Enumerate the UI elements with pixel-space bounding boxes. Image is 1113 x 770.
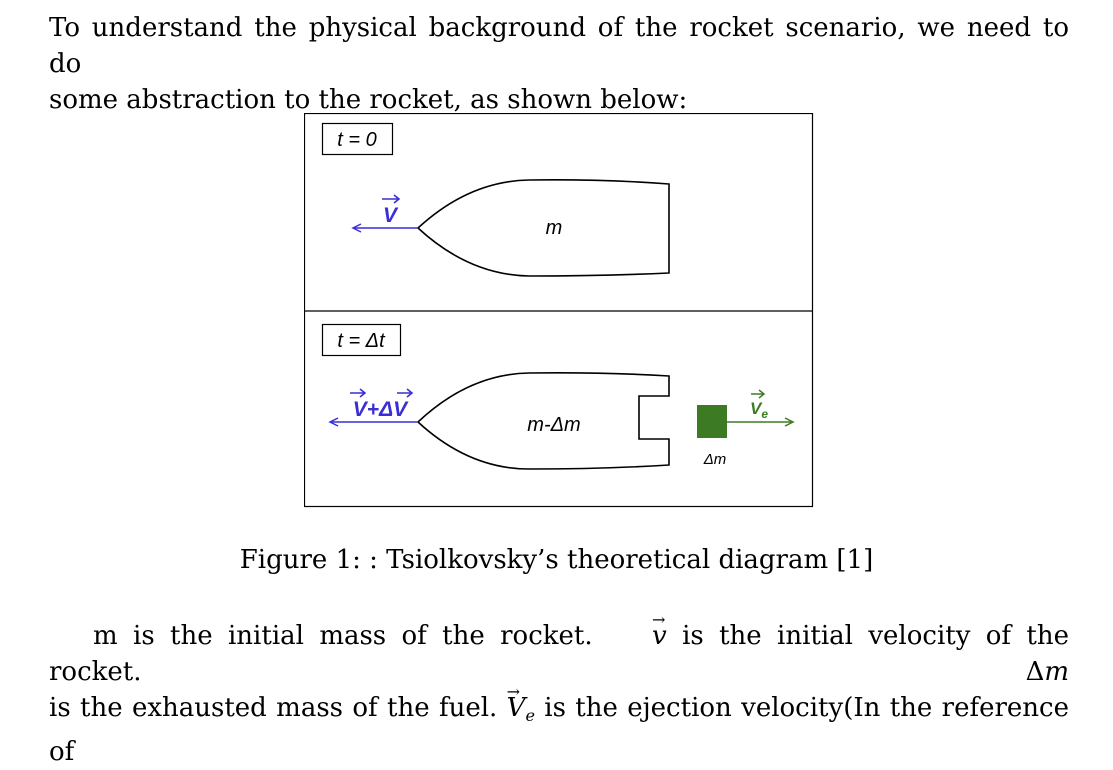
time-label-bottom: t = Δt [337, 330, 386, 352]
time-label-box-bottom [321, 323, 402, 357]
velocity-arrowhead-bottom [328, 417, 339, 427]
rocket-body-after [416, 372, 670, 470]
body-text: is the initial velocity of the rocket. [49, 621, 1070, 687]
body-line-1: m is the initial mass of the rocket. v i… [49, 602, 1070, 690]
exhaust-velocity-label: Ve [750, 399, 768, 421]
figure-frame [304, 113, 814, 508]
mass-label-bottom: m-Δm [527, 414, 580, 436]
rocket-diagram: t = 0 m V t = Δt m-Δm V+ΔV Δm Ve [304, 113, 814, 508]
math-subscript: e [525, 706, 535, 725]
math-symbol: m [1044, 657, 1069, 687]
vector-arrow-icon [751, 389, 766, 399]
rocket-body-initial [416, 179, 670, 277]
intro-line-1: To understand the physical background of… [49, 13, 1069, 79]
intro-paragraph: To understand the physical background of… [49, 10, 1069, 118]
velocity-label-top: V [383, 204, 399, 227]
time-label-top: t = 0 [337, 129, 376, 151]
intro-line-2: some abstraction to the rocket, as shown… [49, 85, 688, 115]
body-text: is the exhausted mass of the fuel. [49, 693, 498, 723]
exhaust-velocity-symbol: V [750, 399, 763, 418]
math-symbol: Δ [1025, 657, 1045, 687]
exhaust-velocity-subscript: e [761, 407, 768, 421]
exhaust-velocity-arrowhead [784, 417, 795, 427]
math-symbol: v [608, 602, 667, 654]
vector-arrow-icon [397, 388, 414, 398]
vector-arrow-icon [382, 194, 401, 204]
velocity-arrowhead-top [351, 223, 362, 233]
exhaust-mass-label: Δm [703, 451, 727, 468]
exhaust-mass-block [697, 405, 727, 438]
body-line-2: is the exhausted mass of the fuel. Ve is… [49, 674, 1069, 770]
vector-arrow-icon [350, 388, 367, 398]
velocity-label-bottom: V+ΔV [353, 398, 409, 421]
figure-caption: Figure 1: : Tsiolkovsky’s theoretical di… [239, 545, 874, 575]
body-paragraph: m is the initial mass of the rocket. v i… [49, 602, 1070, 770]
body-text: m is the initial mass of the rocket. [93, 621, 593, 651]
math-symbol: V [507, 674, 526, 726]
time-label-box-top [321, 122, 394, 156]
mass-label-top: m [546, 217, 563, 239]
